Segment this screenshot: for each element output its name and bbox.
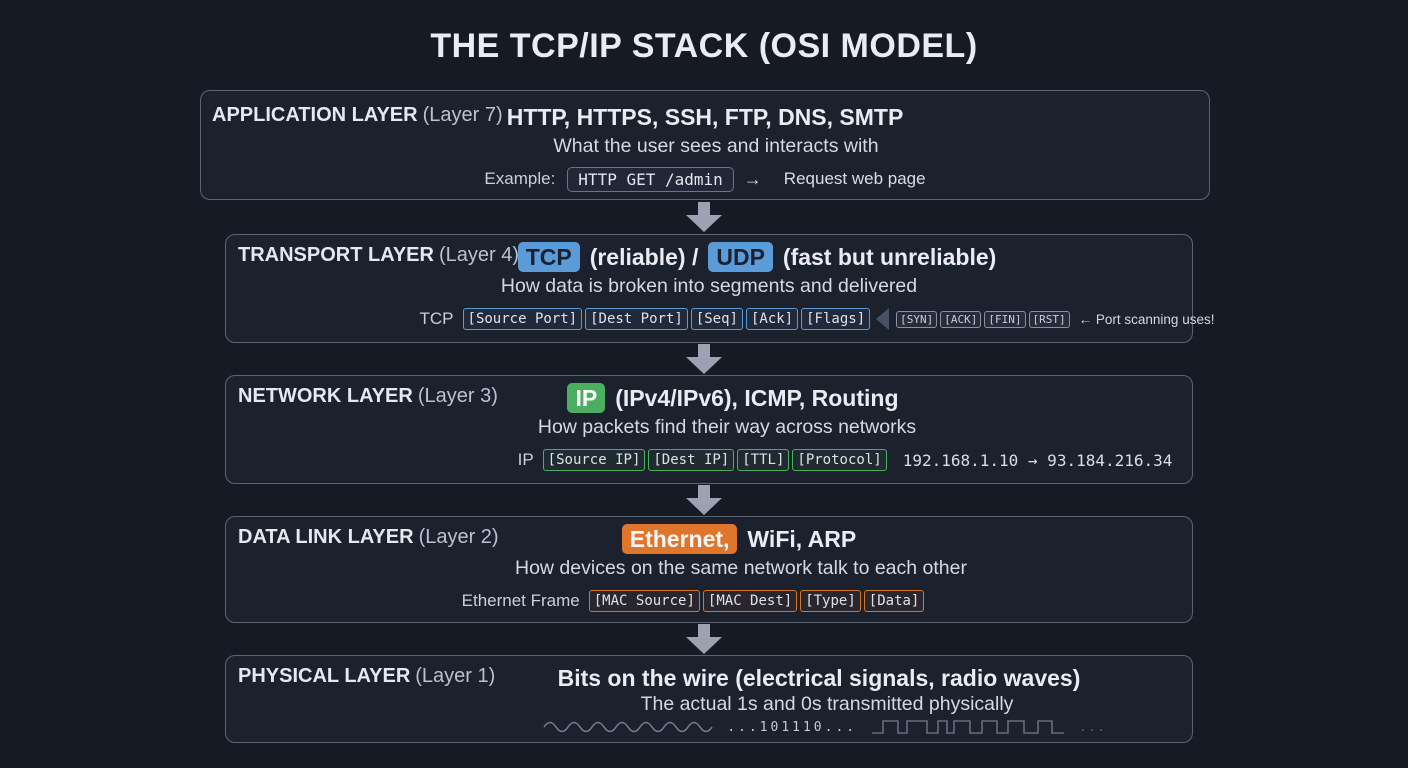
layer-name: PHYSICAL LAYER (238, 665, 411, 687)
field-ttl: [TTL] (737, 449, 790, 471)
arrow-gap (0, 200, 1408, 234)
field-protocol: [Protocol] (792, 449, 887, 471)
application-layer-label: APPLICATION LAYER(Layer 7) (212, 104, 503, 127)
square-wave-icon (872, 720, 1065, 734)
protocols-text: (fast but unreliable) (782, 243, 997, 270)
protocols-text: (reliable) / (589, 243, 699, 270)
network-layer-label: NETWORK LAYER(Layer 3) (238, 385, 498, 408)
field-flags: [Flags] (801, 308, 871, 330)
datalink-layer-label: DATA LINK LAYER(Layer 2) (238, 526, 499, 549)
field-dest-port: [Dest Port] (585, 308, 688, 330)
port-scanning-note: ← Port scanning uses! (1078, 311, 1215, 327)
application-example-row: Example: HTTP GET /admin → Request web p… (201, 164, 1209, 194)
tcp-badge: TCP (517, 242, 580, 272)
example-code-box: HTTP GET /admin (567, 166, 734, 192)
transport-protocols: TCP (reliable) / UDP (fast but unreliabl… (274, 241, 1240, 273)
ip-badge: IP (567, 383, 606, 413)
layer-name: DATA LINK LAYER (238, 526, 414, 548)
network-description: How packets find their way across networ… (537, 415, 917, 438)
protocols-text: HTTP, HTTPS, SSH, FTP, DNS, SMTP (506, 103, 904, 130)
ethernet-frame-fields: [MAC Source] [MAC Dest] [Type] [Data] (588, 590, 925, 612)
sine-wave-icon (543, 721, 713, 733)
layer-number: (Layer 1) (415, 665, 496, 687)
tcp-flag-boxes: [SYN] [ACK] [FIN] [RST] (896, 310, 1070, 328)
field-source-ip: [Source IP] (542, 449, 646, 471)
flag-fin: [FIN] (984, 310, 1026, 328)
bits-text: ...101110... (727, 719, 858, 735)
layer-number: (Layer 3) (417, 385, 498, 407)
datalink-description: How devices on the same network talk to … (515, 556, 967, 579)
field-mac-dest: [MAC Dest] (702, 590, 798, 612)
down-arrow-icon (686, 624, 722, 654)
layer-number: (Layer 4) (438, 244, 519, 266)
frame-label: TCP (419, 309, 454, 328)
layer-number: (Layer 2) (418, 526, 499, 548)
down-arrow-icon (686, 202, 722, 232)
protocols-text: (IPv4/IPv6), ICMP, Routing (615, 384, 899, 411)
frame-label: Ethernet Frame (461, 591, 580, 610)
field-data: [Data] (863, 590, 925, 612)
datalink-protocols: Ethernet, WiFi, ARP (256, 523, 1222, 555)
field-type: [Type] (800, 590, 861, 612)
example-label: Example: (484, 169, 556, 188)
arrow-gap (0, 343, 1408, 375)
datalink-layer-box: DATA LINK LAYER(Layer 2) Ethernet, WiFi,… (225, 516, 1193, 623)
callout-left-triangle-icon (876, 308, 890, 330)
layer-name: APPLICATION LAYER (212, 104, 418, 126)
physical-description: The actual 1s and 0s transmitted physica… (640, 692, 1014, 715)
field-mac-source: [MAC Source] (588, 590, 700, 612)
trailing-dots: ... (1079, 720, 1107, 734)
flag-ack: [ACK] (940, 310, 982, 328)
ip-header-fields: [Source IP] [Dest IP] [TTL] [Protocol] (542, 449, 887, 471)
transport-layer-label: TRANSPORT LAYER(Layer 4) (238, 244, 519, 267)
field-dest-ip: [Dest IP] (648, 449, 735, 471)
route-example: 192.168.1.10 → 93.184.216.34 (902, 450, 1173, 470)
application-description: What the user sees and interacts with (553, 134, 879, 157)
field-source-port: [Source Port] (462, 308, 583, 330)
layer-number: (Layer 7) (422, 104, 503, 126)
arrow-gap (0, 484, 1408, 516)
protocols-text: WiFi, ARP (747, 525, 857, 552)
transport-description: How data is broken into segments and del… (500, 274, 918, 297)
down-arrow-icon (686, 485, 722, 515)
datalink-frame-row: Ethernet Frame [MAC Source] [MAC Dest] [… (210, 586, 1176, 616)
network-protocols: IP (IPv4/IPv6), ICMP, Routing (250, 382, 1216, 414)
down-arrow-icon (686, 344, 722, 374)
layer-name: TRANSPORT LAYER (238, 244, 434, 266)
layer-name: NETWORK LAYER (238, 385, 413, 407)
ethernet-badge: Ethernet, (621, 524, 738, 554)
flag-rst: [RST] (1028, 310, 1070, 328)
field-seq: [Seq] (690, 308, 743, 330)
transport-frame-row: TCP [Source Port] [Dest Port] [Seq] [Ack… (334, 304, 1300, 334)
physical-layer-box: PHYSICAL LAYER(Layer 1) Bits on the wire… (225, 655, 1193, 743)
udp-badge: UDP (708, 242, 773, 272)
field-ack: [Ack] (745, 308, 799, 330)
protocols-text: Bits on the wire (electrical signals, ra… (557, 664, 1081, 691)
transport-layer-box: TRANSPORT LAYER(Layer 4) TCP (reliable) … (225, 234, 1214, 343)
physical-protocols: Bits on the wire (electrical signals, ra… (336, 662, 1302, 694)
application-protocols: HTTP, HTTPS, SSH, FTP, DNS, SMTP (201, 101, 1209, 133)
page-title: THE TCP/IP STACK (OSI MODEL) (430, 27, 978, 65)
application-layer-box: APPLICATION LAYER(Layer 7) HTTP, HTTPS, … (200, 90, 1210, 200)
arrow-gap (0, 623, 1408, 655)
tcp-header-fields: [Source Port] [Dest Port] [Seq] [Ack] [F… (462, 308, 871, 330)
flag-syn: [SYN] (896, 310, 938, 328)
physical-layer-label: PHYSICAL LAYER(Layer 1) (238, 665, 495, 688)
example-result: Request web page (783, 169, 926, 188)
right-arrow-icon: → (743, 168, 762, 189)
frame-label: IP (517, 450, 534, 469)
physical-signal-row: ...101110... ... (342, 716, 1308, 738)
network-frame-row: IP [Source IP] [Dest IP] [TTL] [Protocol… (362, 445, 1328, 475)
network-layer-box: NETWORK LAYER(Layer 3) IP (IPv4/IPv6), I… (225, 375, 1193, 484)
